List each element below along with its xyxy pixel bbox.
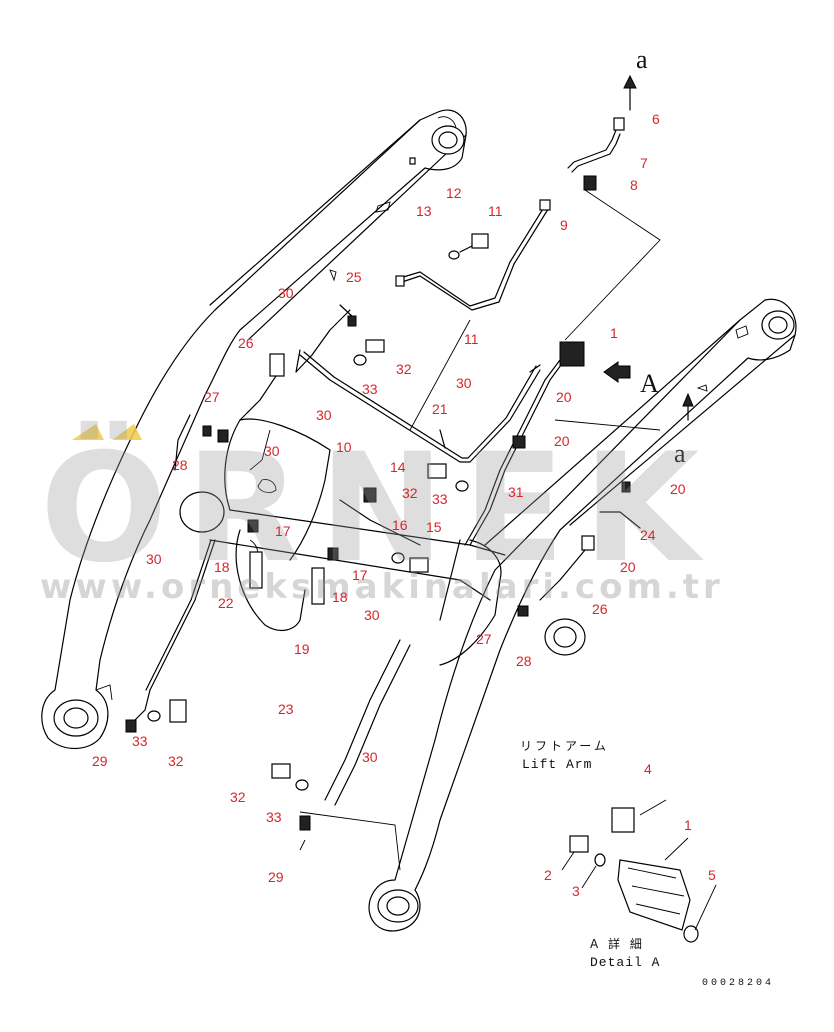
callout-32: 32: [230, 789, 246, 805]
callout-16: 16: [392, 517, 408, 533]
callout-28: 28: [172, 457, 188, 473]
callout-labels: 6 7 8 9 11 12 13 25 30 11 1 26 32 33 30 …: [92, 111, 716, 899]
callout-20: 20: [670, 481, 686, 497]
callout-21: 21: [432, 401, 448, 417]
callout-26: 26: [592, 601, 608, 617]
right-lift-arm: [368, 298, 797, 932]
callout-22: 22: [218, 595, 234, 611]
flow-label-top: a: [636, 45, 648, 74]
callout-15: 15: [426, 519, 442, 535]
callout-25: 25: [346, 269, 362, 285]
callout-5: 5: [708, 867, 716, 883]
callout-33: 33: [132, 733, 148, 749]
figure-code: 00028204: [702, 978, 774, 989]
callout-30: 30: [146, 551, 162, 567]
callout-11: 11: [464, 331, 479, 347]
callout-29: 29: [92, 753, 108, 769]
callout-20: 20: [556, 389, 572, 405]
callout-6: 6: [652, 111, 660, 127]
callout-24: 24: [640, 527, 656, 543]
callout-30: 30: [364, 607, 380, 623]
callout-28: 28: [516, 653, 532, 669]
callout-30: 30: [316, 407, 332, 423]
callout-12: 12: [446, 185, 462, 201]
view-marker-a: A: [603, 361, 659, 398]
callout-19: 19: [294, 641, 310, 657]
callout-33: 33: [362, 381, 378, 397]
callout-32: 32: [168, 753, 184, 769]
callout-17: 17: [275, 523, 291, 539]
callout-32: 32: [402, 485, 418, 501]
callout-14: 14: [390, 459, 406, 475]
flow-arrow-right: a: [674, 392, 694, 468]
caption-main-en: Lift Arm: [522, 757, 592, 772]
callout-18: 18: [214, 559, 230, 575]
callout-27: 27: [204, 389, 220, 405]
callout-3: 3: [572, 883, 580, 899]
callout-27: 27: [476, 631, 492, 647]
caption-detail-jp: A 詳 細: [590, 936, 645, 951]
caption-main-jp: リフトアーム: [520, 739, 609, 753]
detail-a-assembly: [561, 799, 717, 943]
callout-30: 30: [456, 375, 472, 391]
flow-arrow-top: a: [623, 45, 648, 111]
callout-2: 2: [544, 867, 552, 883]
callout-29: 29: [268, 869, 284, 885]
callout-11: 11: [488, 203, 503, 219]
hydraulic-piping: [125, 117, 661, 871]
left-lift-arm: [41, 109, 467, 749]
callout-13: 13: [416, 203, 432, 219]
callout-1: 1: [684, 817, 692, 833]
watermark: ÖRNEK www.orneksmakinalari.com.tr: [40, 420, 724, 607]
callout-9: 9: [560, 217, 568, 233]
callout-20: 20: [554, 433, 570, 449]
callout-17: 17: [352, 567, 368, 583]
flow-label-right: a: [674, 439, 686, 468]
callout-20: 20: [620, 559, 636, 575]
view-marker-letter: A: [640, 369, 659, 398]
callout-26: 26: [238, 335, 254, 351]
callout-23: 23: [278, 701, 294, 717]
callout-8: 8: [630, 177, 638, 193]
callout-7: 7: [640, 155, 648, 171]
callout-32: 32: [396, 361, 412, 377]
watermark-accent-marks: [72, 424, 142, 440]
watermark-url: www.orneksmakinalari.com.tr: [40, 567, 724, 607]
callout-31: 31: [508, 484, 524, 500]
callout-30: 30: [264, 443, 280, 459]
callout-1: 1: [610, 325, 618, 341]
callout-18: 18: [332, 589, 348, 605]
watermark-brand: ÖRNEK: [40, 420, 717, 596]
cross-tube: [179, 418, 506, 666]
callout-4: 4: [644, 761, 652, 777]
callout-33: 33: [266, 809, 282, 825]
captions: リフトアーム Lift Arm A 詳 細 Detail A 00028204: [520, 739, 774, 989]
callout-10: 10: [336, 439, 352, 455]
callout-30: 30: [278, 285, 294, 301]
callout-30: 30: [362, 749, 378, 765]
caption-detail-en: Detail A: [590, 955, 660, 970]
callout-33: 33: [432, 491, 448, 507]
